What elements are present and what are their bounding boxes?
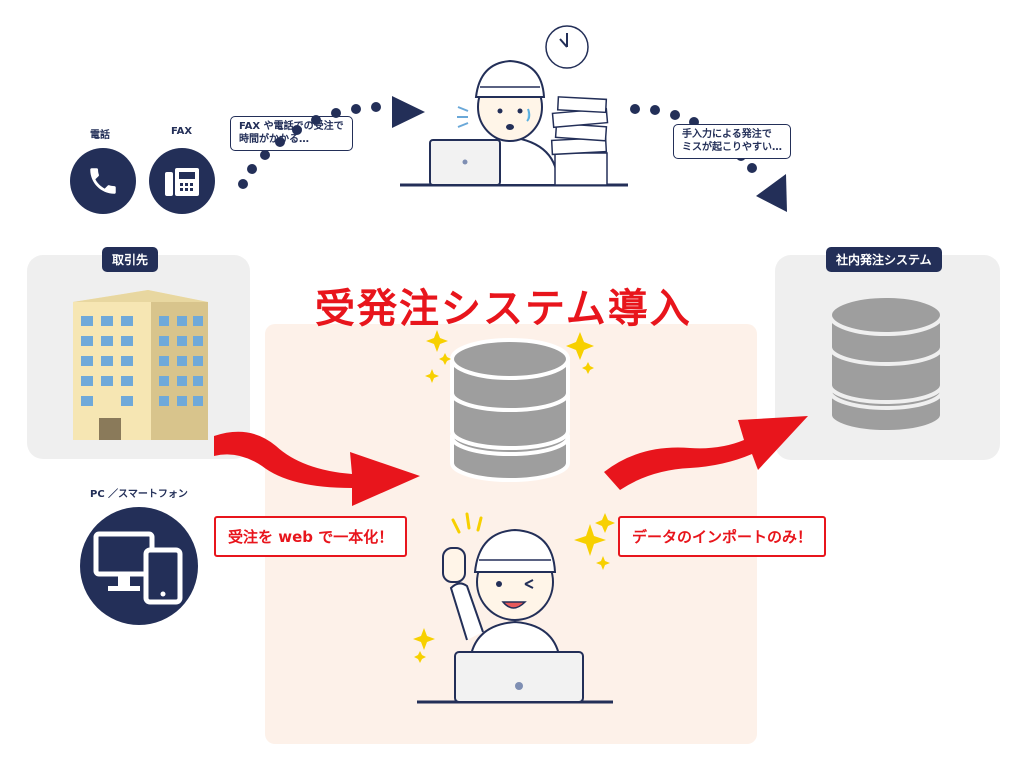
stressed-worker-illustration	[400, 25, 628, 187]
happy-worker-illustration	[417, 512, 613, 704]
internal-system-pill: 社内発注システム	[826, 247, 942, 272]
speech-bubble-slow: FAX や電話での受注で 時間がかかる…	[230, 116, 353, 151]
callout-unify-web: 受注を web で一本化！	[214, 516, 408, 557]
devices-circle	[80, 507, 198, 625]
bubble-mistake-line1: 手入力による発注で	[682, 129, 772, 140]
fax-label: FAX	[171, 126, 193, 137]
callout-import-only: データのインポートのみ！	[618, 516, 827, 557]
pc-smartphone-label: PC ／スマートフォン	[90, 489, 188, 500]
bubble-slow-line1: FAX や電話での受注で	[239, 121, 344, 132]
phone-label: 電話	[90, 130, 110, 141]
bubble-slow-line2: 時間がかかる…	[239, 133, 309, 145]
headline: 受発注システム導入	[315, 286, 692, 332]
pc-smartphone-icon	[93, 531, 183, 605]
internal-database-icon	[828, 294, 944, 434]
database-icon	[450, 338, 570, 482]
speech-bubble-mistake: 手入力による発注で ミスが起こりやすい…	[673, 124, 791, 159]
office-building-icon	[73, 290, 208, 440]
phone-circle	[70, 148, 136, 214]
partner-pill: 取引先	[102, 247, 159, 272]
bubble-mistake-line2: ミスが起こりやすい…	[682, 141, 782, 153]
fax-circle	[149, 148, 215, 214]
fax-icon	[165, 168, 199, 196]
phone-icon	[90, 168, 116, 194]
